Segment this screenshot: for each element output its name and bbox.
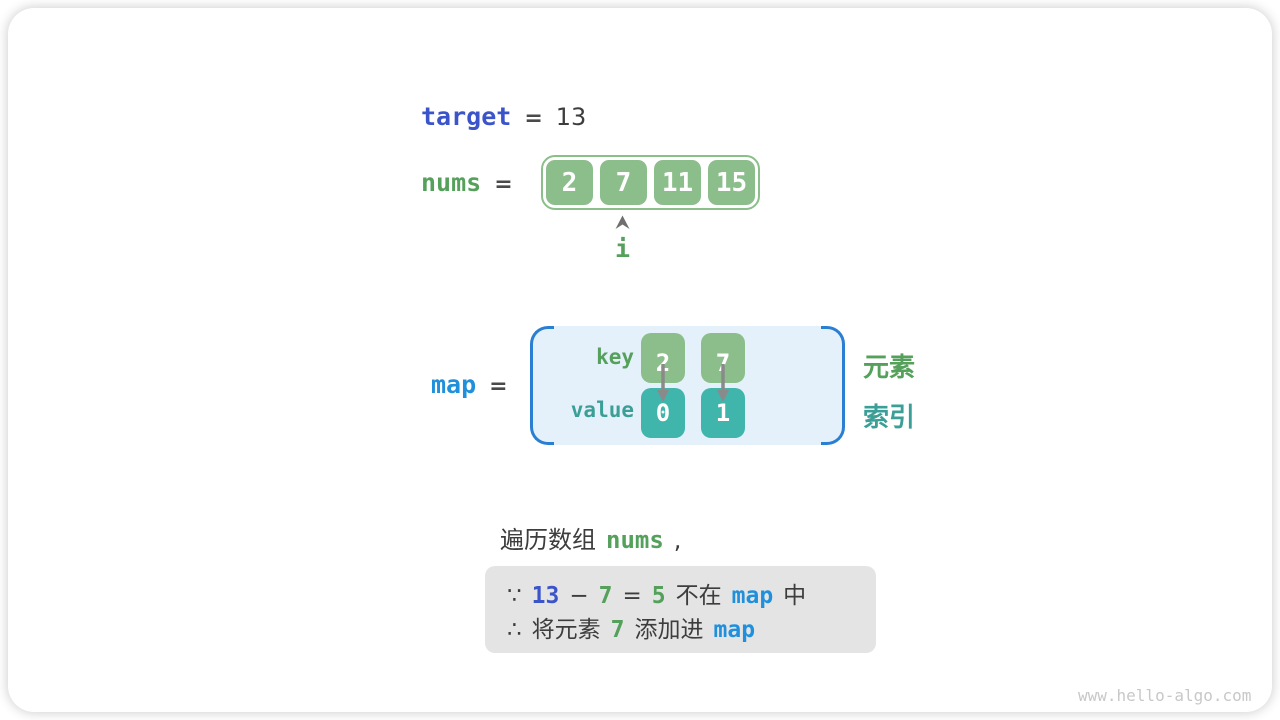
watermark-url: www.hello-algo.com bbox=[1078, 686, 1252, 705]
caption-code: nums bbox=[606, 526, 664, 554]
map-value-cell: 0 bbox=[641, 388, 685, 438]
diagram-card: target = 13 nums = 2 7 11 15 i map = key… bbox=[8, 8, 1272, 712]
map-row-label: map = bbox=[431, 370, 508, 399]
action-text: 添加进 bbox=[634, 617, 704, 643]
map-var-name: map bbox=[431, 370, 477, 399]
index-side-label: 索引 bbox=[863, 403, 916, 433]
map-key-label: key bbox=[596, 345, 634, 369]
array-cell: 7 bbox=[600, 160, 647, 205]
nums-var-name: nums bbox=[421, 168, 482, 197]
index-pointer-label: i bbox=[615, 234, 631, 263]
note-line-therefore: ∴ 将元素 7 添加进 map bbox=[507, 610, 876, 644]
minuend-value: 13 bbox=[531, 583, 560, 609]
map-equals: = bbox=[489, 374, 508, 399]
element-side-label: 元素 bbox=[863, 353, 916, 383]
caption-text: 遍历数组 bbox=[500, 526, 596, 554]
array-cell: 15 bbox=[708, 160, 755, 205]
key-to-value-arrow-icon bbox=[657, 364, 669, 402]
map-token: map bbox=[713, 617, 756, 643]
target-equals: = bbox=[524, 106, 543, 131]
caption-line: 遍历数组 nums , bbox=[500, 520, 681, 555]
note-line-because: ∵ 13 − 7 = 5 不在 map 中 bbox=[507, 576, 876, 610]
in-suffix-text: 中 bbox=[783, 583, 807, 609]
nums-array: 2 7 11 15 bbox=[541, 155, 760, 210]
target-value: 13 bbox=[555, 103, 587, 131]
nums-row-label: nums = bbox=[421, 168, 513, 197]
minus-sign: − bbox=[569, 583, 589, 609]
nums-equals: = bbox=[494, 172, 513, 197]
difference-value: 5 bbox=[651, 583, 666, 609]
because-symbol: ∵ bbox=[507, 583, 522, 609]
element-value: 7 bbox=[610, 617, 625, 643]
target-var-name: target bbox=[421, 102, 512, 131]
subtrahend-value: 7 bbox=[598, 583, 613, 609]
map-value-cell: 1 bbox=[701, 388, 745, 438]
map-container: key value 2 7 0 1 bbox=[530, 326, 845, 445]
array-cell: 11 bbox=[654, 160, 701, 205]
caption-comma: , bbox=[673, 526, 682, 554]
therefore-symbol: ∴ bbox=[507, 617, 522, 643]
note-box: ∵ 13 − 7 = 5 不在 map 中 ∴ 将元素 7 添加进 map bbox=[485, 566, 876, 653]
right-bracket-icon bbox=[821, 326, 845, 445]
key-to-value-arrow-icon bbox=[717, 364, 729, 402]
array-cell: 2 bbox=[546, 160, 593, 205]
target-row: target = 13 bbox=[421, 102, 586, 131]
prefix-text: 将元素 bbox=[531, 617, 601, 643]
equals-sign: = bbox=[622, 583, 642, 609]
index-pointer-up-icon bbox=[614, 215, 631, 230]
map-value-label: value bbox=[570, 398, 634, 422]
not-in-text: 不在 bbox=[675, 583, 722, 609]
left-bracket-icon bbox=[530, 326, 554, 445]
map-token: map bbox=[731, 583, 774, 609]
